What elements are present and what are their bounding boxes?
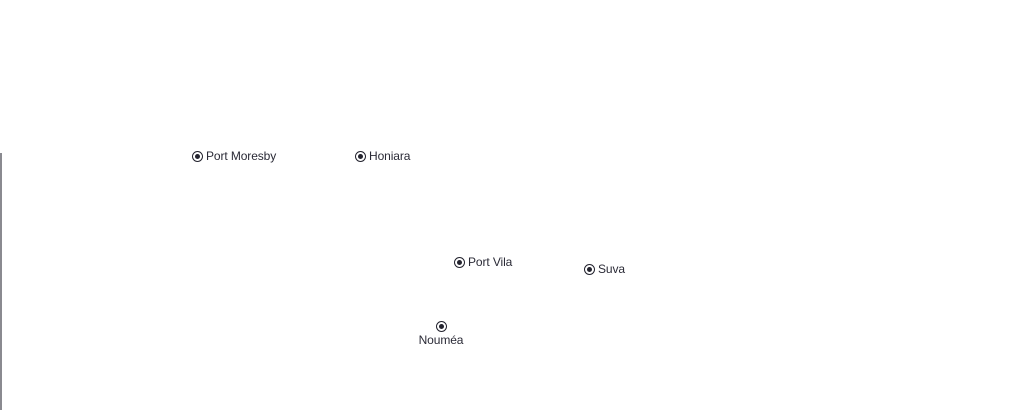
city-port-moresby[interactable]: Port Moresby xyxy=(192,149,276,163)
capital-marker-icon[interactable] xyxy=(192,150,203,162)
map-left-border xyxy=(0,153,2,410)
city-label: Honiara xyxy=(369,149,411,163)
capital-marker-icon[interactable] xyxy=(435,321,447,332)
city-honiara[interactable]: Honiara xyxy=(355,149,410,163)
city-label: Port Moresby xyxy=(206,149,277,163)
city-label: Port Vila xyxy=(468,255,513,269)
capital-marker-icon[interactable] xyxy=(584,263,595,275)
city-label: Nouméa xyxy=(418,333,464,347)
capital-marker-icon[interactable] xyxy=(454,256,465,268)
city-noumea[interactable]: Nouméa xyxy=(418,321,464,347)
city-label: Suva xyxy=(598,262,625,276)
capital-marker-icon[interactable] xyxy=(355,150,366,162)
city-port-vila[interactable]: Port Vila xyxy=(454,255,512,269)
city-suva[interactable]: Suva xyxy=(584,262,625,276)
